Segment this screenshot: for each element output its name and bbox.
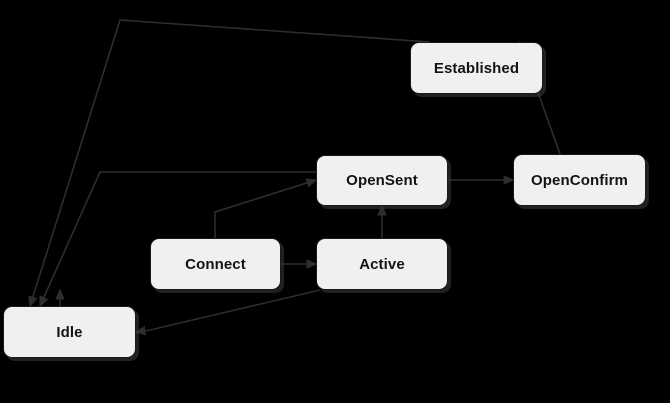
state-label-active: Active <box>359 255 405 273</box>
state-node-connect[interactable]: Connect <box>150 238 281 290</box>
edge-connect-to-opensent <box>214 178 318 238</box>
state-label-opensent: OpenSent <box>346 172 418 189</box>
state-node-openconfirm[interactable]: OpenConfirm <box>513 154 646 206</box>
state-node-opensent[interactable]: OpenSent <box>316 155 448 206</box>
state-label-openconfirm: OpenConfirm <box>531 171 628 189</box>
state-label-established: Established <box>433 59 520 77</box>
edge-active-to-idle <box>134 289 321 336</box>
state-node-established[interactable]: Established <box>410 42 543 94</box>
state-node-idle[interactable]: Idle <box>3 306 136 358</box>
state-label-idle: Idle <box>56 323 83 341</box>
state-node-active[interactable]: Active <box>316 238 448 290</box>
state-label-connect: Connect <box>185 255 246 273</box>
